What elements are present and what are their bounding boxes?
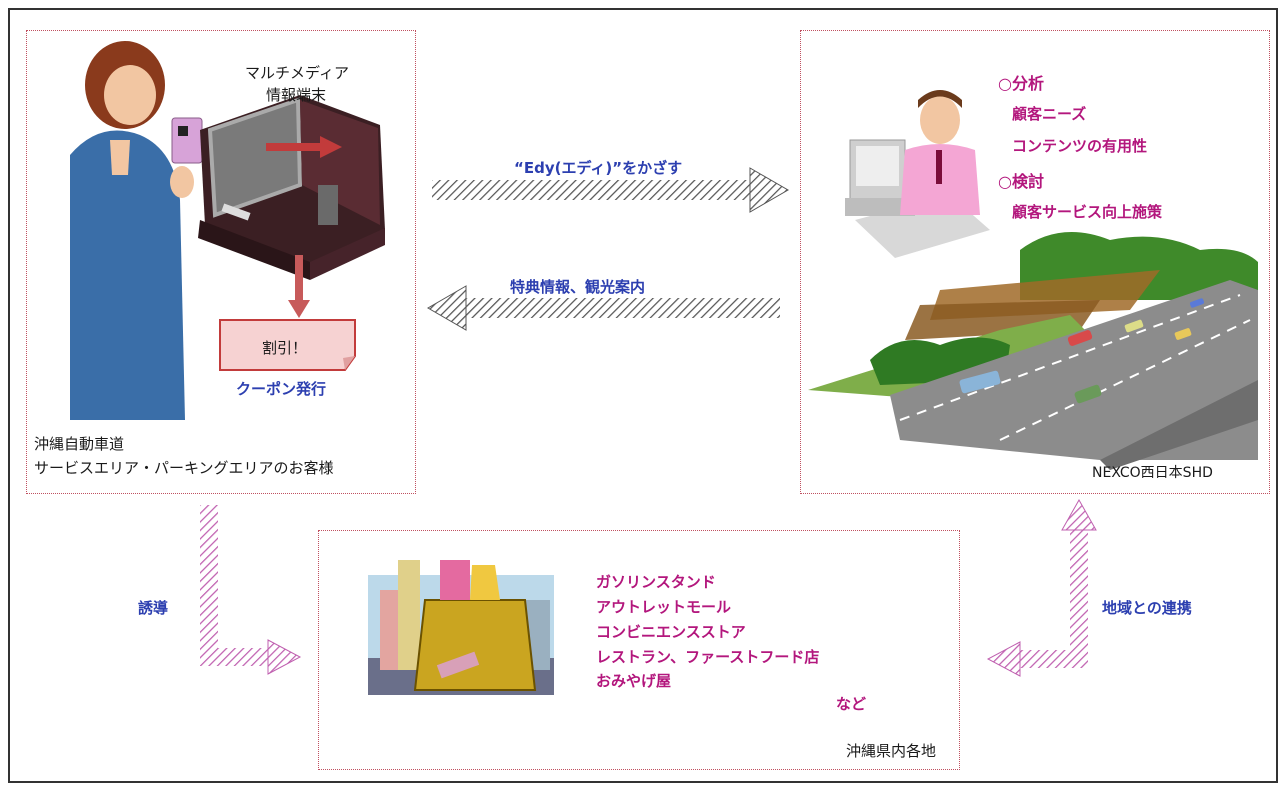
analysis-item-2: コンテンツの有用性 — [1012, 137, 1148, 155]
arrow-info-to-left — [427, 285, 780, 331]
shop-item-5: おみやげ屋 — [596, 672, 672, 690]
analysis-title: ○分析 — [998, 74, 1044, 93]
cooperation-label: 地域との連携 — [1102, 599, 1192, 617]
shop-item-2: アウトレットモール — [596, 598, 732, 616]
multimedia-terminal-illustration — [198, 95, 385, 280]
guide-label: 誘導 — [138, 599, 169, 617]
arrow-cooperation-elbow — [986, 498, 1097, 677]
diagram-frame — [8, 8, 1278, 783]
nexco-panel — [800, 30, 1270, 494]
region-label: 沖縄県内各地 — [846, 742, 937, 760]
shop-item-1: ガソリンスタンド — [596, 573, 716, 591]
arrow-guide-elbow — [200, 505, 302, 675]
terminal-label-line1: マルチメディア — [245, 64, 349, 82]
arrow-edy-label: “Edy(エディ)”をかざす — [514, 159, 683, 177]
analysis-item-1: 顧客ニーズ — [1012, 105, 1087, 123]
review-title: ○検討 — [998, 172, 1044, 191]
coupon-down-arrow — [288, 255, 310, 318]
review-item-1: 顧客サービス向上施策 — [1012, 203, 1163, 221]
terminal-label-line2: 情報端末 — [266, 86, 327, 104]
org-name: NEXCO西日本SHD — [1092, 465, 1213, 481]
customer-line1: 沖縄自動車道 — [34, 435, 125, 453]
customer-panel — [26, 30, 416, 494]
coupon-card-text: 割引！ — [262, 339, 308, 357]
shop-item-3: コンビニエンスストア — [596, 623, 746, 641]
customer-line2: サービスエリア・パーキングエリアのお客様 — [34, 459, 334, 477]
analyst-illustration — [845, 90, 990, 258]
etc-label: など — [836, 695, 867, 713]
shopping-illustration — [368, 560, 554, 695]
card-swipe-arrow — [266, 136, 342, 158]
coupon-card — [219, 319, 356, 371]
customer-illustration — [70, 41, 203, 420]
arrow-edy-to-right — [432, 167, 789, 213]
shop-item-4: レストラン、ファーストフード店 — [596, 648, 820, 666]
highway-illustration — [808, 232, 1258, 470]
arrow-info-label: 特典情報、観光案内 — [510, 278, 646, 296]
local-shops-panel — [318, 530, 960, 770]
coupon-caption: クーポン発行 — [236, 380, 327, 398]
